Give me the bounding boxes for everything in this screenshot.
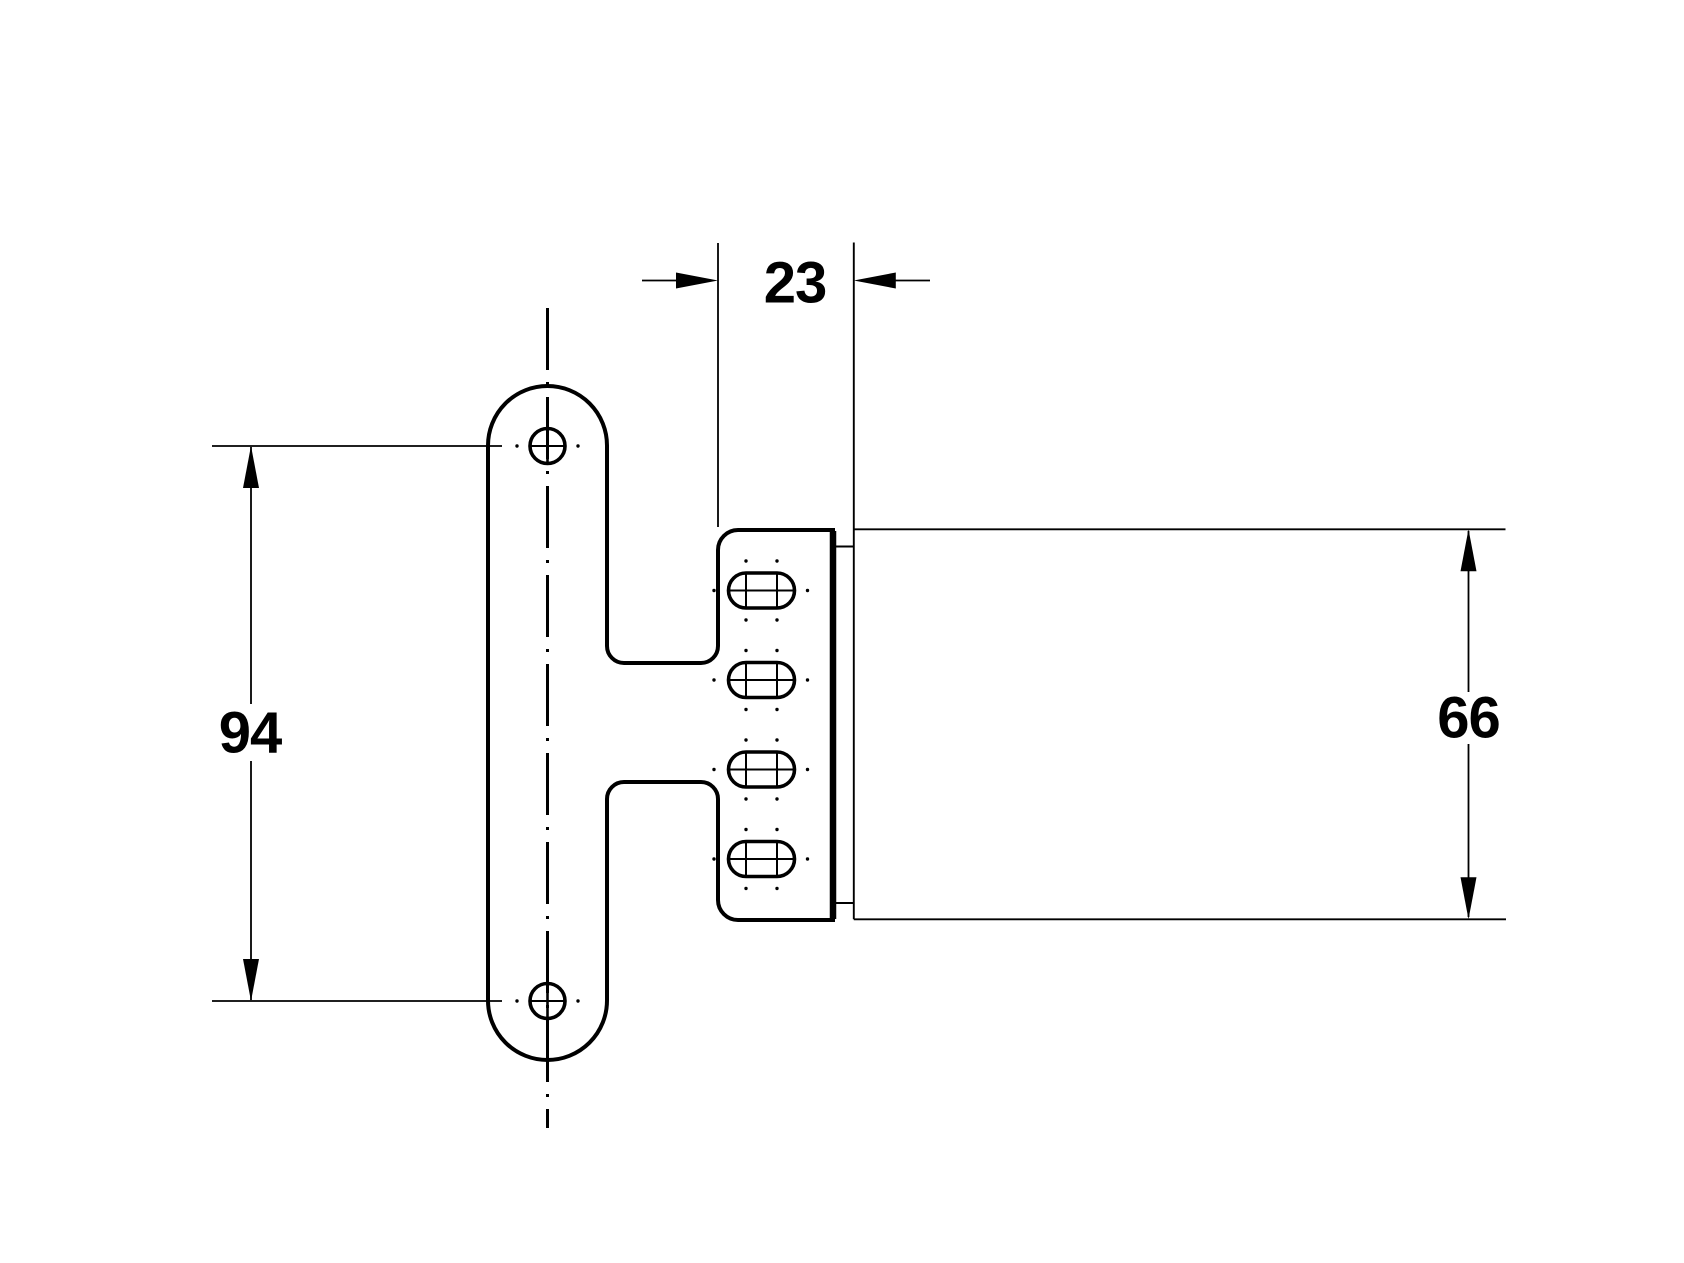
dimension-body-height: 66 bbox=[1437, 529, 1501, 920]
arrowhead-down-icon bbox=[1460, 877, 1477, 920]
mounting-hole-bottom bbox=[513, 981, 582, 1021]
arrowhead-up-icon bbox=[243, 446, 259, 488]
slot-hole-4 bbox=[710, 825, 812, 893]
mounting-hole-top bbox=[513, 426, 582, 466]
dimension-flange-width: 23 bbox=[642, 243, 930, 527]
arrowhead-down-icon bbox=[243, 959, 259, 1001]
slot-hole-3 bbox=[710, 736, 812, 803]
body-outline bbox=[836, 242, 1506, 921]
dim-label-flange-width: 23 bbox=[764, 251, 827, 316]
dim-label-body-height: 66 bbox=[1437, 686, 1500, 751]
bracket-outline bbox=[486, 383, 837, 1063]
arrowhead-left-icon bbox=[853, 272, 896, 289]
dim-label-hole-spacing: 94 bbox=[219, 701, 282, 766]
dimension-hole-spacing: 94 bbox=[212, 445, 502, 1002]
slot-hole-1 bbox=[710, 557, 812, 624]
slot-hole-2 bbox=[710, 646, 812, 714]
arrowhead-up-icon bbox=[1460, 529, 1477, 572]
arrowhead-right-icon bbox=[676, 272, 718, 289]
bracket-outline-path bbox=[486, 383, 835, 1063]
